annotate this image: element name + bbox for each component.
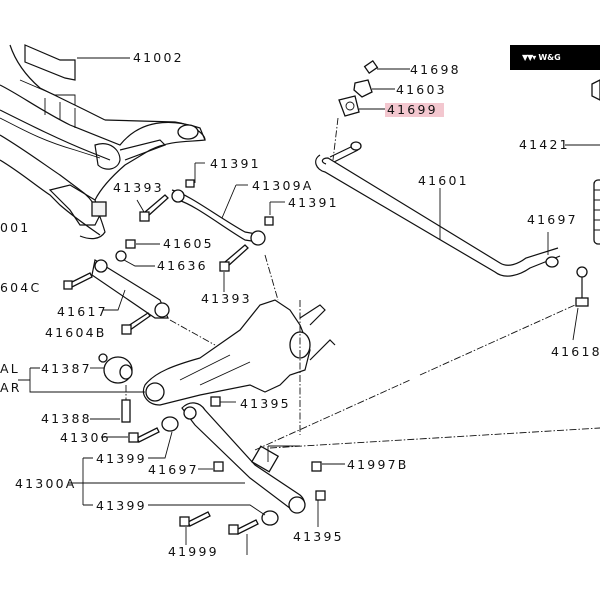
- part-label-41604C-partial[interactable]: 604C: [0, 280, 42, 295]
- part-label-41395-bottom[interactable]: 41395: [293, 529, 344, 544]
- part-label-41698[interactable]: 41698: [410, 62, 461, 77]
- label-ar-partial: AR: [0, 380, 22, 395]
- part-label-41395-top[interactable]: 41395: [240, 396, 291, 411]
- part-label-41300A[interactable]: 41300A: [15, 476, 77, 491]
- stabilizer-bracket-parts: [332, 59, 410, 161]
- part-label-41697-right[interactable]: 41697: [527, 212, 578, 227]
- bushing-41387: [18, 353, 145, 423]
- trailing-arm-knuckle: [142, 254, 336, 406]
- part-label-41636[interactable]: 41636: [157, 258, 208, 273]
- part-label-41699-highlighted[interactable]: 41699: [385, 103, 444, 117]
- upper-arm-41309A: [136, 162, 285, 292]
- brand-name: W&G: [538, 53, 561, 62]
- part-label-41387[interactable]: 41387: [41, 361, 92, 376]
- stabilizer-bar-41601: [315, 141, 561, 277]
- part-label-41399-top[interactable]: 41399: [96, 451, 147, 466]
- crossmember-41002: [0, 44, 206, 240]
- part-label-41391-mid[interactable]: 41391: [288, 195, 339, 210]
- part-label-41421[interactable]: 41421: [519, 137, 570, 152]
- part-label-41001-partial[interactable]: 001: [0, 220, 31, 235]
- label-al-partial: AL: [0, 361, 20, 376]
- part-label-41697-left[interactable]: 41697: [148, 462, 199, 477]
- part-label-41388[interactable]: 41388: [41, 411, 92, 426]
- stabilizer-link-41618: [547, 232, 589, 341]
- part-label-41393-mid[interactable]: 41393: [201, 291, 252, 306]
- part-label-41997B[interactable]: 41997B: [347, 457, 409, 472]
- part-label-41605[interactable]: 41605: [163, 236, 214, 251]
- part-label-41391-top[interactable]: 41391: [210, 156, 261, 171]
- part-label-41002[interactable]: 41002: [133, 50, 184, 65]
- part-label-41617[interactable]: 41617: [57, 304, 108, 319]
- lateral-link-41617: [63, 239, 170, 335]
- lower-arm-41300A: [68, 300, 600, 555]
- brand-badge: ▼▼▾ W&G: [510, 45, 600, 70]
- part-label-41399-bottom[interactable]: 41399: [96, 498, 147, 513]
- part-label-41604B[interactable]: 41604B: [45, 325, 107, 340]
- part-label-41306[interactable]: 41306: [60, 430, 111, 445]
- brand-logo-icon: ▼▼▾: [522, 53, 536, 62]
- part-label-41618-partial[interactable]: 41618: [551, 344, 600, 359]
- part-label-41393-top[interactable]: 41393: [113, 180, 164, 195]
- part-label-41603[interactable]: 41603: [396, 82, 447, 97]
- part-label-41999[interactable]: 41999: [168, 544, 219, 559]
- bump-stop-41421: [565, 79, 600, 245]
- part-label-41601[interactable]: 41601: [418, 173, 469, 188]
- part-label-41309A[interactable]: 41309A: [252, 178, 314, 193]
